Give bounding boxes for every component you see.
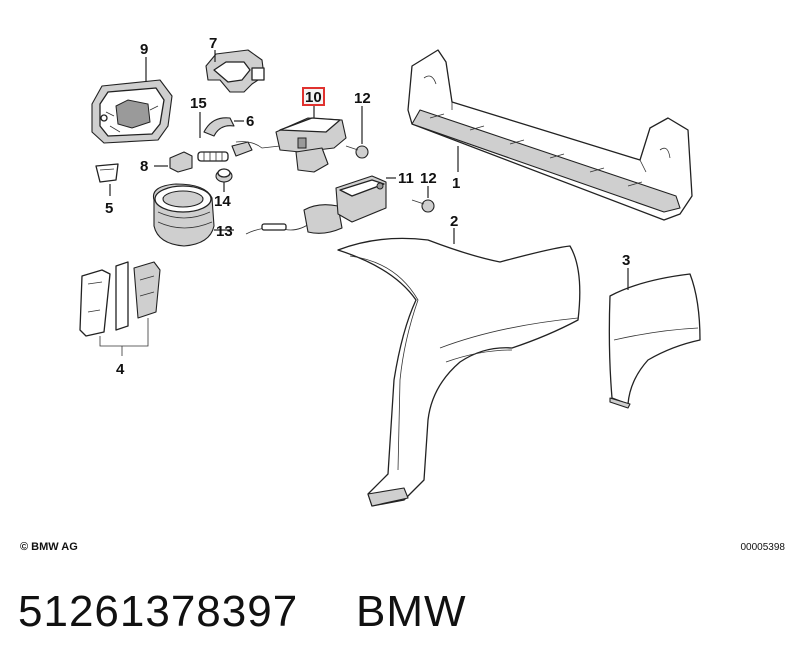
part-7-bracket[interactable] (205, 49, 265, 93)
part-number: 51261378397 (18, 587, 299, 636)
callout-10-highlight (302, 87, 325, 106)
part-10-actuator[interactable] (235, 117, 347, 173)
callout-1: 1 (452, 175, 460, 192)
part-13-rubber-cup[interactable] (152, 183, 215, 247)
brand-name: BMW (356, 587, 467, 636)
callout-4: 4 (116, 361, 125, 378)
part-3-outer-panel[interactable] (608, 273, 701, 409)
callout-13: 13 (216, 223, 233, 240)
part-4-hinge-set[interactable] (79, 261, 161, 356)
part-6-clip[interactable] (203, 117, 235, 137)
parts-diagram: 9 7 15 6 8 14 5 13 (79, 35, 701, 507)
callout-5: 5 (105, 200, 113, 217)
callout-12-lower: 12 (420, 170, 437, 187)
callout-11: 11 (398, 170, 414, 187)
copyright-notice: © BMW AG (20, 541, 78, 553)
callout-2: 2 (450, 213, 458, 230)
callout-14: 14 (214, 193, 231, 210)
part-9-filler-flap[interactable] (91, 79, 173, 144)
part-11-actuator-cable[interactable] (245, 175, 387, 235)
callout-8: 8 (140, 158, 148, 175)
callout-7: 7 (209, 35, 217, 52)
callout-12-upper: 12 (354, 90, 371, 107)
callout-3: 3 (622, 252, 630, 269)
part-12-screw-lower[interactable] (411, 199, 435, 213)
diagram-id: 00005398 (740, 542, 786, 553)
callout-15: 15 (190, 95, 207, 112)
part-2-side-panel[interactable] (337, 237, 581, 507)
part-1-sill-panel[interactable] (407, 49, 693, 221)
part-14-bush[interactable] (215, 168, 233, 183)
part-pin[interactable] (197, 141, 253, 162)
part-5-clip[interactable] (95, 163, 119, 183)
part-8-buffer[interactable] (169, 151, 193, 173)
callout-10: 10 (305, 89, 322, 106)
callout-9: 9 (140, 41, 148, 58)
callout-6: 6 (246, 113, 254, 130)
part-12-screw-upper[interactable] (345, 145, 369, 159)
